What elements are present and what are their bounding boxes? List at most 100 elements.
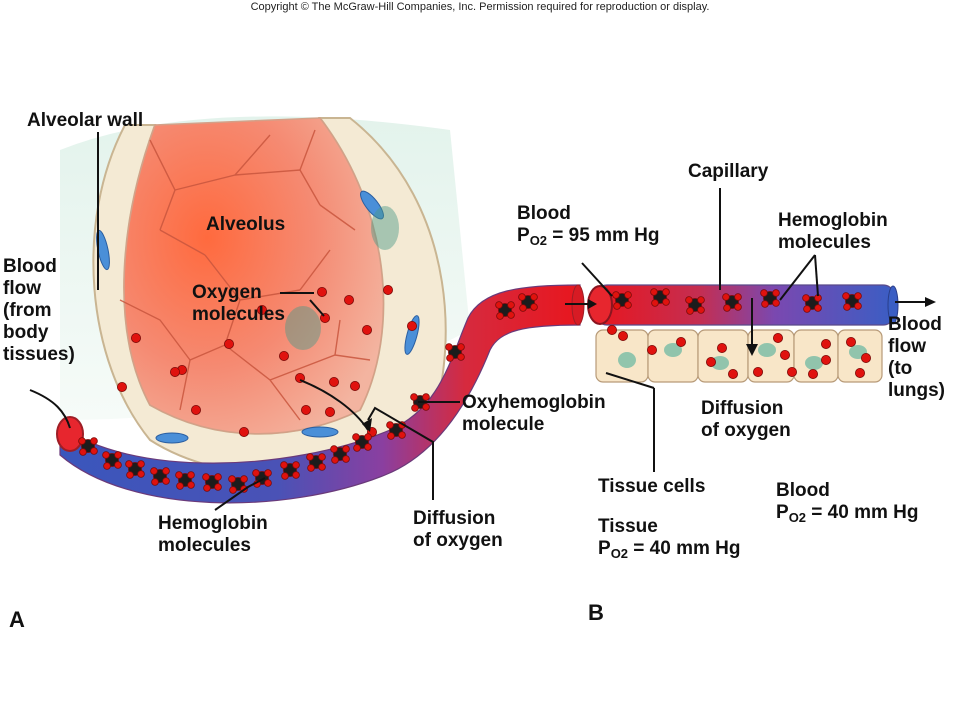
bound-oxygen [507, 311, 515, 319]
bound-oxygen [228, 475, 236, 483]
bound-oxygen [519, 304, 527, 312]
oxygen-molecule [821, 354, 832, 365]
oxygen-molecule [855, 367, 866, 378]
bound-oxygen [240, 475, 248, 483]
bound-oxygen [722, 293, 730, 301]
bound-oxygen [843, 303, 851, 311]
po2-subscript: O2 [529, 233, 548, 248]
bound-oxygen [364, 433, 372, 441]
bound-oxygen [530, 293, 538, 301]
oxygen-molecule [647, 344, 658, 355]
bound-oxygen [613, 302, 621, 310]
bound-oxygen [264, 479, 272, 487]
leader-oxygen-b [309, 299, 325, 317]
bound-oxygen [697, 296, 705, 304]
label-hemoglobin-b: Hemoglobin molecules [778, 210, 888, 253]
bound-oxygen [496, 312, 504, 320]
oxygen-molecule [406, 320, 417, 331]
bound-oxygen [176, 482, 184, 490]
label-oxygen-molecules: Oxygen molecules [192, 282, 285, 325]
bound-oxygen [151, 478, 159, 486]
bound-oxygen [307, 464, 315, 472]
bound-oxygen [342, 455, 350, 463]
bound-oxygen [624, 301, 632, 309]
tissue-cell [697, 329, 749, 383]
bound-oxygen [772, 299, 780, 307]
bound-oxygen [331, 456, 339, 464]
bound-oxygen [697, 306, 705, 314]
bound-oxygen [686, 307, 694, 315]
bound-oxygen [103, 462, 111, 470]
oxygen-molecule [607, 324, 618, 335]
label-blood-flow-a: Blood flow (from body tissues) [3, 256, 75, 365]
bound-oxygen [803, 305, 811, 313]
oxygen-molecule [223, 338, 234, 349]
copyright-notice: Copyright © The McGraw-Hill Companies, I… [250, 1, 710, 13]
oxygen-molecule [808, 368, 819, 379]
bound-oxygen [214, 473, 222, 481]
leader-hemoglobin-b1 [779, 254, 816, 301]
bound-oxygen [662, 298, 670, 306]
bound-oxygen [802, 294, 810, 302]
oxygen-molecule [130, 332, 141, 343]
bound-oxygen [202, 473, 210, 481]
leader-tissue-cells2 [605, 372, 655, 389]
bound-oxygen [761, 300, 769, 308]
leader-diffusion-a [367, 406, 434, 500]
bound-oxygen [842, 292, 850, 300]
oxygen-molecule [343, 294, 354, 305]
oxygen-molecule [618, 330, 629, 341]
oxygen-molecule [676, 336, 687, 347]
panel-letter-b: B [588, 600, 604, 625]
bound-oxygen [330, 445, 338, 453]
panel-letter-a: A [9, 607, 25, 632]
arrowhead-diffusion-a [362, 418, 372, 432]
bound-oxygen [734, 293, 742, 301]
leader-hemoglobin-a [214, 477, 266, 511]
label-tissue-cells: Tissue cells [598, 476, 706, 497]
oxygen-molecule [300, 404, 311, 415]
bound-oxygen [530, 303, 538, 311]
bound-oxygen [662, 288, 670, 296]
bound-oxygen [79, 448, 87, 456]
oxygen-molecule [753, 366, 764, 377]
bound-oxygen [114, 451, 122, 459]
po2-subscript: O2 [788, 510, 807, 525]
bound-oxygen [854, 292, 862, 300]
bound-oxygen [162, 477, 170, 485]
oxygen-molecule [706, 356, 717, 367]
leader-blood-flow-a [29, 389, 71, 429]
oxygen-molecule [717, 342, 728, 353]
label-blood-po2-40: Blood PO2 = 40 mm Hg [776, 480, 919, 525]
bound-oxygen [723, 304, 731, 312]
bound-oxygen [318, 463, 326, 471]
bound-oxygen [495, 301, 503, 309]
bound-oxygen [150, 467, 158, 475]
oxygen-molecule [278, 350, 289, 361]
bound-oxygen [281, 472, 289, 480]
oxygen-molecule [256, 304, 267, 315]
bound-oxygen [90, 447, 98, 455]
bound-oxygen [252, 469, 260, 477]
bound-oxygen [175, 471, 183, 479]
oxygen-molecule [861, 352, 872, 363]
label-hemoglobin-a: Hemoglobin molecules [158, 513, 268, 556]
oxygen-molecule [787, 366, 798, 377]
oxygen-molecule [190, 404, 201, 415]
bound-oxygen [342, 445, 350, 453]
arrowhead-diffusion-b [746, 344, 758, 356]
bound-oxygen [292, 471, 300, 479]
arrowhead-flow-b [925, 297, 936, 307]
bound-oxygen [772, 289, 780, 297]
bound-oxygen [187, 481, 195, 489]
bound-oxygen [126, 471, 134, 479]
bound-oxygen [364, 443, 372, 451]
bound-oxygen [422, 393, 430, 401]
tissue-cells [595, 329, 883, 383]
oxygen-molecule [238, 426, 249, 437]
label-blood-po2-95: Blood PO2 = 95 mm Hg [517, 203, 660, 248]
bound-oxygen [386, 421, 394, 429]
bound-oxygen [387, 432, 395, 440]
bound-oxygen [457, 343, 465, 351]
oxygen-molecule [821, 338, 832, 349]
